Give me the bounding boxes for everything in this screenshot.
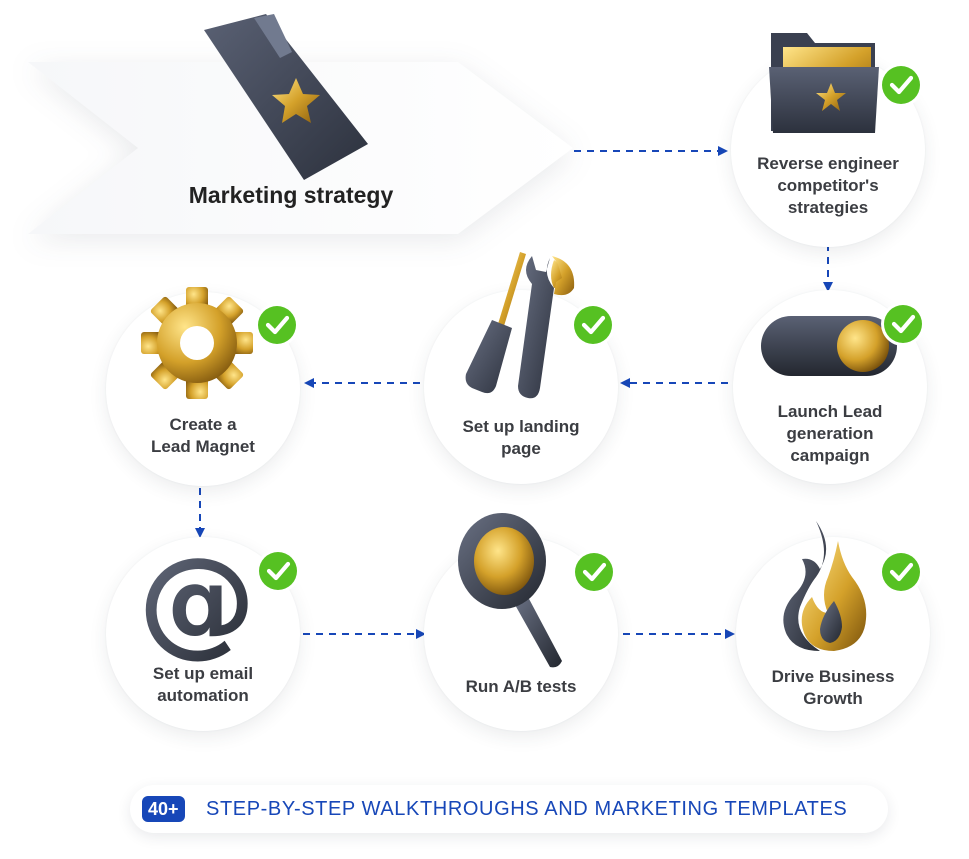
- checkmark-icon: [575, 553, 613, 591]
- folder-star-icon: [769, 33, 879, 133]
- checkmark-icon: [258, 306, 296, 344]
- footer-text: STEP-BY-STEP WALKTHROUGHS AND MARKETING …: [206, 798, 848, 820]
- start-title: Marketing strategy: [188, 182, 394, 208]
- toggle-switch-icon: [761, 316, 897, 376]
- step-launch-lead-campaign: Launch Lead generation campaign: [733, 290, 927, 484]
- step-landing-page: Set up landing page: [424, 252, 618, 484]
- step-label: Reverse engineer competitor's strategies: [757, 154, 899, 217]
- flame-icon: [783, 521, 867, 651]
- step-label: Create a Lead Magnet: [151, 415, 255, 456]
- at-sign-icon: @: [138, 545, 256, 663]
- step-business-growth: Drive Business Growth: [736, 521, 930, 731]
- checkmark-icon: [574, 306, 612, 344]
- checkmark-icon: [882, 553, 920, 591]
- step-label: Run A/B tests: [465, 677, 577, 696]
- checkmark-icon: [882, 66, 920, 104]
- step-label: Set up landing page: [462, 417, 580, 458]
- step-label: Launch Lead generation campaign: [777, 402, 883, 465]
- checkmark-icon: [884, 305, 922, 343]
- checkmark-icon: [259, 552, 297, 590]
- step-reverse-engineer: Reverse engineer competitor's strategies: [731, 33, 925, 247]
- footer-banner: 40+ STEP-BY-STEP WALKTHROUGHS AND MARKET…: [130, 785, 888, 833]
- svg-text:@: @: [138, 545, 256, 663]
- step-label: Set up email automation: [152, 664, 254, 705]
- tools-icon: [465, 252, 575, 399]
- step-ab-tests: Run A/B tests: [424, 513, 618, 731]
- magnifier-icon: [458, 513, 562, 668]
- step-label: Drive Business Growth: [771, 667, 895, 708]
- folder-star-icon: [204, 14, 368, 180]
- gear-icon: [141, 287, 253, 399]
- count-badge: 40+: [142, 796, 185, 822]
- step-lead-magnet: Create a Lead Magnet: [106, 287, 300, 486]
- step-email-automation: @ Set up email automation: [106, 537, 300, 731]
